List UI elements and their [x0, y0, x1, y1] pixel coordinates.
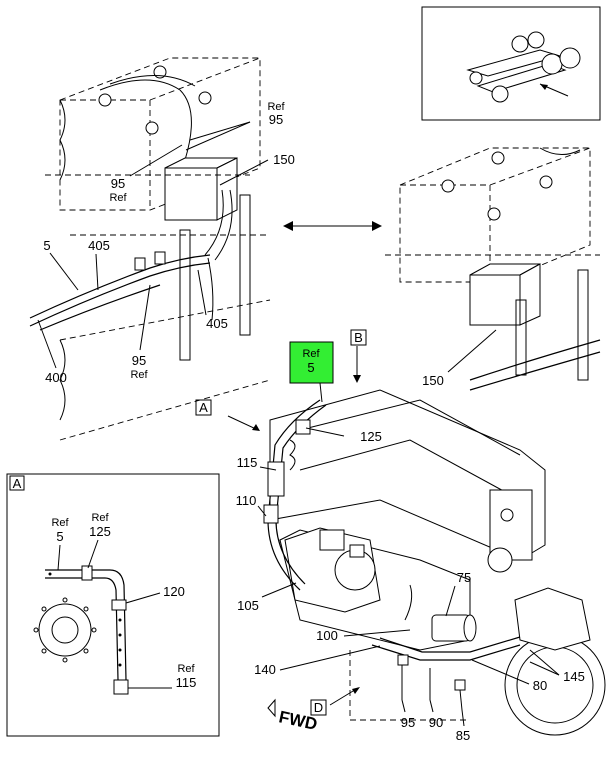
label-150-right: 150 — [422, 373, 444, 388]
double-arrow — [283, 221, 382, 231]
detail-a-n125: 125 — [89, 524, 111, 539]
label-115: 115 — [237, 455, 258, 470]
leader-arrowheads — [252, 375, 361, 694]
label-90: 90 — [429, 715, 443, 730]
callout-d-box — [310, 699, 327, 716]
leader-lines — [37, 121, 560, 727]
fwd-arrow-icon — [267, 698, 276, 718]
callout-a: A — [199, 400, 208, 415]
label-145: 145 — [563, 669, 585, 684]
label-405-right: 405 — [206, 316, 228, 331]
label-150-top: 150 — [273, 152, 295, 167]
detail-a-frame — [6, 473, 220, 737]
label-ref95-bottom: Ref — [130, 369, 148, 381]
detail-a: A Ref 5 Ref 125 120 Ref 115 — [6, 473, 220, 737]
callout-b: B — [354, 330, 363, 345]
label-ref95-top: Ref — [267, 101, 285, 113]
inset-frame — [421, 6, 601, 121]
detail-a-ref115: Ref — [177, 663, 195, 675]
detail-a-ref125: Ref — [91, 512, 109, 524]
label-125: 125 — [360, 429, 382, 444]
battery-box-left — [29, 57, 271, 441]
detail-a-ref5: Ref — [51, 517, 69, 529]
label-100: 100 — [316, 628, 338, 643]
label-95-top: 95 — [269, 112, 283, 127]
highlight-ref5-num: 5 — [307, 360, 314, 375]
label-105: 105 — [237, 598, 259, 613]
label-80: 80 — [533, 678, 547, 693]
inset-arrowhead — [540, 84, 548, 90]
label-5-left: 5 — [43, 238, 50, 253]
label-95-left: 95 — [111, 176, 125, 191]
detail-a-n115: 115 — [176, 675, 197, 690]
label-400: 400 — [45, 370, 67, 385]
label-405-top: 405 — [88, 238, 110, 253]
detail-a-title-box — [9, 475, 25, 491]
label-ref95-left: Ref — [109, 192, 127, 204]
chassis-icon — [466, 31, 581, 103]
highlight-ref5-box[interactable] — [289, 341, 334, 384]
label-75: 75 — [457, 570, 471, 585]
label-110: 110 — [236, 493, 257, 508]
label-140: 140 — [254, 662, 276, 677]
callout-d: D — [314, 700, 323, 715]
detail-a-n5: 5 — [56, 529, 63, 544]
label-95-bottom: 95 — [132, 353, 146, 368]
label-85: 85 — [456, 728, 470, 743]
label-95-main: 95 — [401, 715, 415, 730]
detail-a-title: A — [13, 476, 22, 491]
battery-box-right — [385, 147, 601, 391]
engine-assembly — [263, 389, 606, 736]
highlight-ref5-ref: Ref — [302, 348, 320, 360]
part-labels: Ref 95 95 Ref 150 5 405 405 95 Ref 400 1… — [43, 101, 584, 743]
callout-a-box — [195, 399, 212, 416]
inset-chassis — [421, 6, 601, 121]
fwd-label: FWD — [277, 707, 319, 734]
callout-b-box — [350, 329, 367, 346]
detail-a-n120: 120 — [163, 584, 185, 599]
